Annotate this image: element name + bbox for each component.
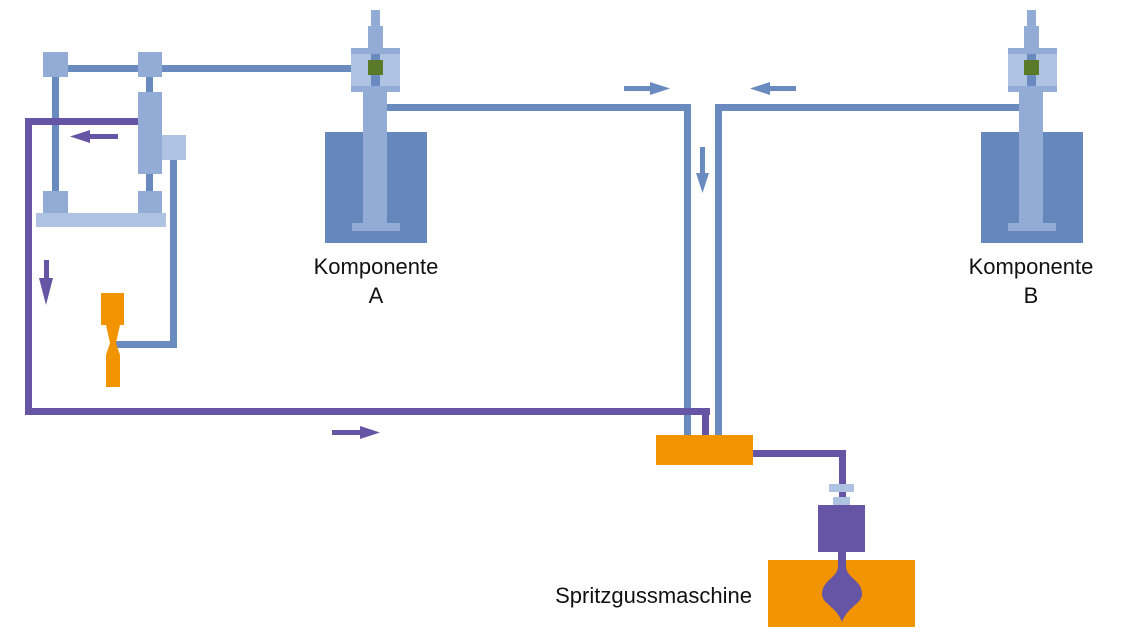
valve-a-bottom-band [351,86,400,92]
pipe-return-left [25,118,32,415]
blue-pipes [52,65,1025,436]
frame-block-top-right [138,52,162,77]
dosing-frame [36,52,186,227]
arrow-left-icon [750,82,796,95]
valve-b-stem-top [1024,26,1039,48]
pipe-mixer-to-machine-v [839,450,846,508]
pipe-valve-down [170,158,177,348]
return-arrow-right-icon [332,426,380,439]
arrow-down-icon [696,147,709,193]
frame-base-plate [36,213,166,227]
arrow-right-icon [624,82,670,95]
return-arrow-down-icon [39,260,53,305]
valve-b-top-band [1008,48,1057,54]
frame-block-bottom-left [43,191,68,213]
valve-b-stem-tip [1027,10,1036,28]
piston-a-foot [352,223,400,231]
injection-machine [768,484,915,627]
valve-b-indicator [1024,60,1039,75]
coupling-lower [833,497,850,505]
valve-a-top-band [351,48,400,54]
frame-block-top-left [43,52,68,77]
mixer-block [656,435,753,465]
mold-cavity [822,552,862,622]
purple-pipes [25,118,846,508]
injection-unit [818,505,865,552]
pipe-a-vertical [684,104,691,436]
component-b-label-line1: Komponente [969,254,1094,279]
pipe-b-vertical [715,104,722,436]
piston-a-rod [363,90,387,225]
orange-nozzle [101,293,124,387]
pipe-return-into-mixer [702,408,709,438]
pipe-mixer-to-machine-h [752,450,846,457]
flow-arrows [39,82,796,439]
pipe-frame-right-vertical-top [146,72,153,97]
valve-a-stem-top [368,26,383,48]
component-b-unit [981,10,1083,243]
pipe-a-horizontal [385,104,691,111]
frame-cylinder [138,92,162,174]
pipe-return-top [25,118,140,125]
return-arrow-left-icon [70,130,118,143]
frame-block-bottom-right [138,191,162,213]
valve-a-stem-tip [371,10,380,28]
component-a-label-line2: A [369,283,384,308]
piston-b-rod [1019,90,1043,225]
component-b-label-line2: B [1024,283,1039,308]
pipe-b-horizontal [715,104,1025,111]
pipe-frame-left-vertical [52,72,59,197]
pipe-top-horizontal [55,65,355,72]
frame-valve-box [162,135,186,160]
valve-a-indicator [368,60,383,75]
component-a-unit [325,10,427,243]
machine-label: Spritzgussmaschine [555,583,752,608]
coupling-upper [829,484,854,492]
pipe-valve-to-nozzle [115,341,177,348]
component-a-label-line1: Komponente [314,254,439,279]
piston-b-foot [1008,223,1056,231]
pipe-return-bottom [25,408,710,415]
valve-b-bottom-band [1008,86,1057,92]
pipe-frame-right-vertical-bottom [146,170,153,195]
